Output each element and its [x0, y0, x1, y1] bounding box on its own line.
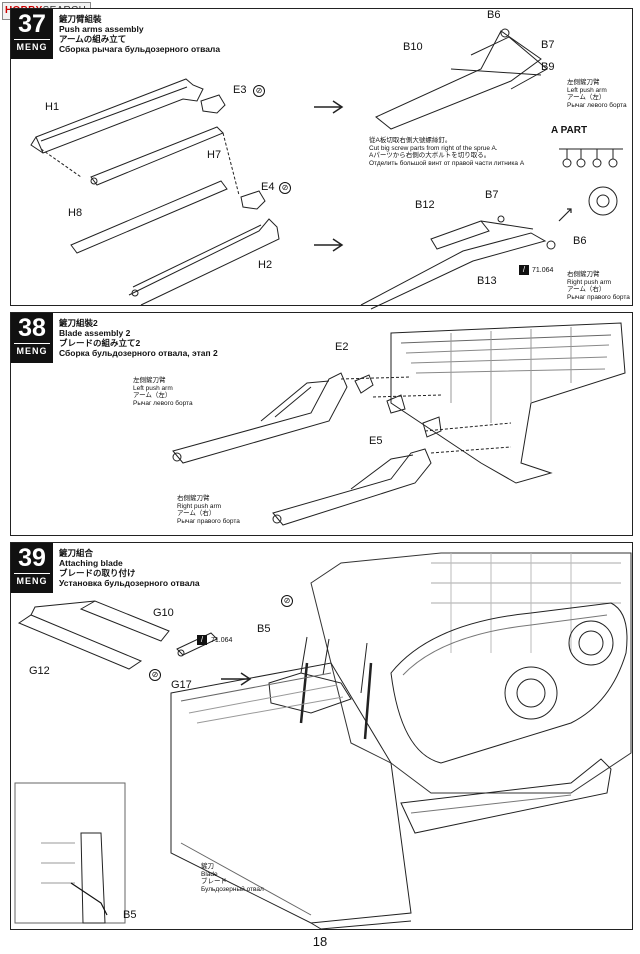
knife-icon: /: [519, 265, 529, 275]
page-number: 18: [312, 934, 328, 949]
step-39-title: 鏟刀組合 Attaching blade ブレードの取り付け Установка…: [59, 548, 200, 588]
tool-code: 71.064: [211, 637, 233, 644]
part-label-h2: H2: [258, 259, 273, 271]
part-label-h8: H8: [68, 207, 83, 219]
brand-logo: MENG: [14, 573, 50, 589]
part-label-b7: B7: [485, 189, 499, 201]
blade-label: 鏟刀 Blade ブレード Бульдозерный отвал: [201, 863, 264, 893]
part-label-e3: E3: [233, 84, 247, 96]
brand-logo: MENG: [14, 39, 50, 55]
part-label-b6: B6: [573, 235, 587, 247]
step-number: 39: [18, 544, 46, 572]
a-part-label: A PART: [551, 125, 588, 136]
sprue-cut-note: 從A板切取右側大號螺絲釘。 Cut big screw parts from r…: [369, 137, 525, 167]
step-39-badge: 39 MENG: [11, 543, 53, 593]
no-glue-icon: ⊘: [279, 182, 291, 194]
left-arm-label: 左側鏟刀臂 Left push arm アーム（左） Рычаг левого …: [133, 377, 193, 407]
part-label-h1: H1: [45, 101, 60, 113]
step-39-drawing: [14, 552, 632, 930]
part-label-b5-inset: B5: [123, 909, 137, 921]
step-38-drawing: [172, 322, 626, 526]
tool-code: 71.064: [532, 267, 554, 274]
part-label-g12: G12: [29, 665, 50, 677]
step-number: 38: [18, 314, 46, 342]
part-label-b12: B12: [415, 199, 435, 211]
step-38-title: 鏟刀組裝2 Blade assembly 2 ブレードの組み立て2 Сборка…: [59, 318, 218, 358]
part-label-e2: E2: [335, 341, 349, 353]
no-glue-icon: ⊘: [149, 669, 161, 681]
part-label-b13: B13: [477, 275, 497, 287]
part-label-g17: G17: [171, 679, 192, 691]
part-label-e5: E5: [369, 435, 383, 447]
step-37-panel: 37 MENG 鏟刀臂組裝 Push arms assembly アームの組み立…: [10, 8, 633, 310]
no-glue-icon: ⊘: [253, 85, 265, 97]
step-37-title: 鏟刀臂組裝 Push arms assembly アームの組み立て Сборка…: [59, 14, 221, 54]
part-label-b6: B6: [487, 9, 501, 21]
no-glue-icon: ⊘: [281, 595, 293, 607]
part-label-b10: B10: [403, 41, 423, 53]
part-label-h7: H7: [207, 149, 222, 161]
part-label-e4: E4: [261, 181, 275, 193]
step-39-panel: 39 MENG 鏟刀組合 Attaching blade ブレードの取り付け У…: [10, 542, 633, 930]
part-label-b7: B7: [541, 39, 555, 51]
part-label-g10: G10: [153, 607, 174, 619]
left-arm-label: 左側鏟刀臂 Left push arm アーム（左） Рычаг левого …: [567, 79, 627, 109]
right-arm-label: 右側鏟刀臂 Right push arm アーム（右） Рычаг правог…: [177, 495, 240, 525]
step-number: 37: [18, 10, 46, 38]
part-label-b5: B5: [257, 623, 271, 635]
step-38-panel: 38 MENG 鏟刀組裝2 Blade assembly 2 ブレードの組み立て…: [10, 312, 633, 536]
step-37-drawing: [30, 28, 623, 310]
step-37-badge: 37 MENG: [11, 9, 53, 59]
brand-logo: MENG: [14, 343, 50, 359]
knife-icon: /: [197, 635, 207, 645]
step-38-badge: 38 MENG: [11, 313, 53, 363]
part-label-b9: B9: [541, 61, 555, 73]
right-arm-label: 右側鏟刀臂 Right push arm アーム（右） Рычаг правог…: [567, 271, 630, 301]
